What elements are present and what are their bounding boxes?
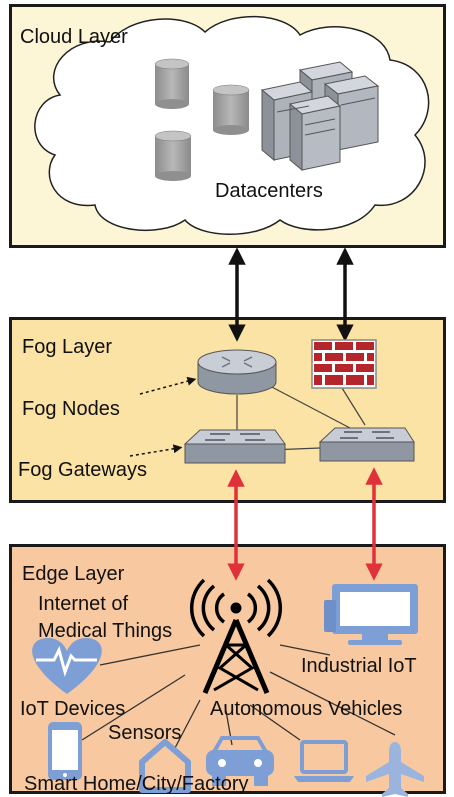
database-icon xyxy=(212,84,250,135)
fog-link xyxy=(341,387,366,426)
smart-home-city-factory-label: Smart Home/City/Factory xyxy=(24,773,249,795)
switch-icon xyxy=(318,427,415,462)
server-icon xyxy=(260,61,380,172)
database-icon xyxy=(154,130,192,181)
fog-gateways-pointer xyxy=(129,444,183,457)
edge-links xyxy=(81,644,396,749)
monitor-icon xyxy=(324,584,418,645)
autonomous-vehicles-label: Autonomous Vehicles xyxy=(210,698,403,720)
firewall-icon xyxy=(311,339,377,389)
cell-tower-icon xyxy=(190,578,282,694)
sensors-label: Sensors xyxy=(108,722,182,744)
industrial-iot-label: Industrial IoT xyxy=(301,655,417,677)
smartphone-icon xyxy=(48,722,82,780)
fog-nodes-label: Fog Nodes xyxy=(22,398,120,420)
fog-link xyxy=(267,384,351,429)
iot-devices-label: IoT Devices xyxy=(20,698,126,720)
fog-nodes-pointer xyxy=(139,376,197,395)
laptop-icon xyxy=(294,740,354,782)
iomt-label-line2: Medical Things xyxy=(38,620,173,642)
router-icon xyxy=(197,349,277,395)
fog-layer-title: Fog Layer xyxy=(22,336,113,358)
iomt-label-line1: Internet of xyxy=(38,593,129,615)
edge-layer-title: Edge Layer xyxy=(22,563,125,585)
car-icon xyxy=(206,736,274,786)
cloud-layer-title: Cloud Layer xyxy=(20,26,128,48)
fog-gateways-label: Fog Gateways xyxy=(18,459,147,481)
house-icon xyxy=(139,739,191,793)
switch-icon xyxy=(183,429,286,464)
database-icon xyxy=(154,58,190,109)
airplane-icon xyxy=(366,742,424,797)
datacenters-label: Datacenters xyxy=(215,180,323,202)
heart-pulse-icon xyxy=(32,638,102,694)
